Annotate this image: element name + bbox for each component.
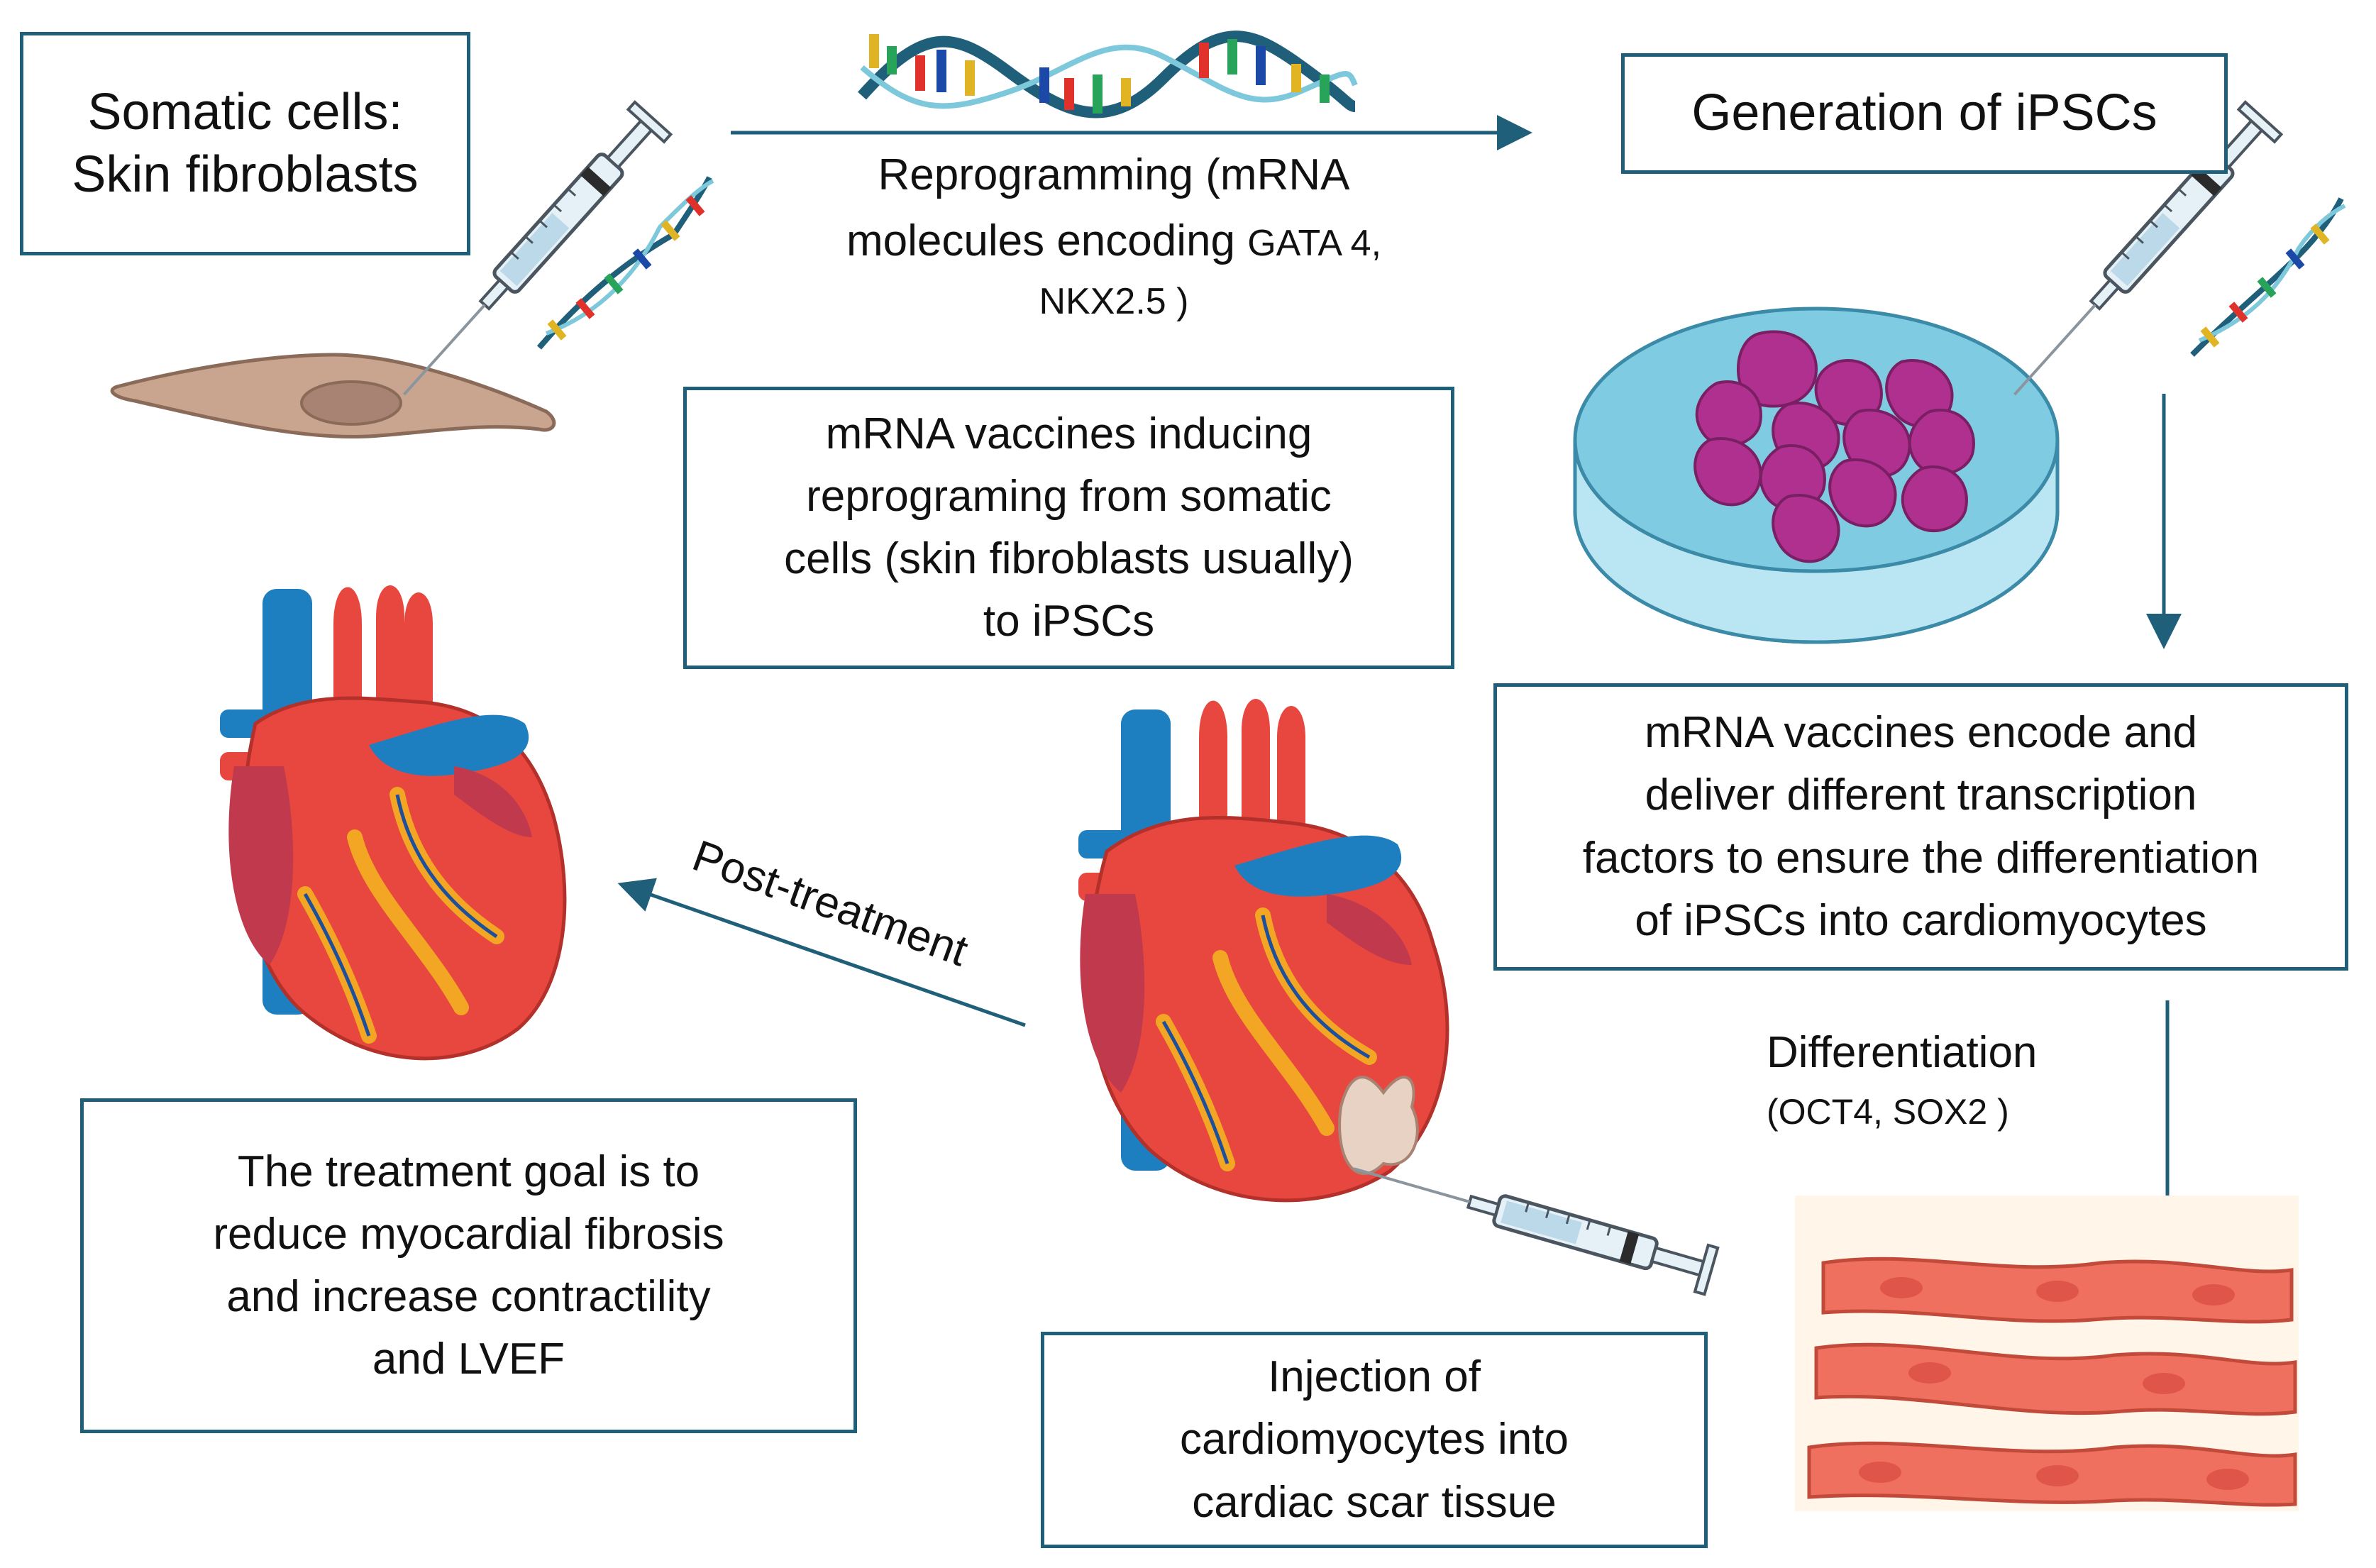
heart-icon	[1078, 699, 1449, 1203]
vaccine-reprogram-line-2: reprograming from somatic	[806, 471, 1332, 521]
injection-line-1: Injection of	[1268, 1352, 1481, 1402]
cardiomyocyte-tissue-icon	[1795, 1196, 2299, 1511]
fibroblast-cell-icon	[110, 353, 556, 439]
vaccine-reprogram-line-1: mRNA vaccines inducing	[825, 409, 1313, 458]
transcription-line-4: of iPSCs into cardiomyocytes	[1635, 895, 2207, 945]
vaccine-reprogramming-box: mRNA vaccines inducing reprograming from…	[683, 387, 1454, 669]
ipsc-title: Generation of iPSCs	[1691, 84, 2157, 142]
reprogramming-label: Reprogramming (mRNA molecules encoding G…	[752, 142, 1476, 329]
reprogramming-line-2: molecules encoding GATA 4,	[752, 208, 1476, 274]
transcription-line-2: deliver different transcription	[1645, 771, 2197, 820]
goal-line-3: and increase contractility	[226, 1272, 711, 1321]
reprogramming-line-1: Reprogramming (mRNA	[878, 150, 1350, 199]
goal-line-1: The treatment goal is to	[237, 1147, 700, 1196]
differentiation-label: Differentiation (OCT4, SOX2 )	[1767, 1022, 2121, 1132]
somatic-cells-box: Somatic cells: Skin fibroblasts	[20, 32, 470, 255]
scar-tissue	[1338, 1076, 1419, 1176]
transcription-line-1: mRNA vaccines encode and	[1645, 708, 2197, 758]
syringe-icon	[1347, 1145, 1718, 1294]
injection-box: Injection of cardiomyocytes into cardiac…	[1041, 1332, 1708, 1548]
somatic-line-2: Skin fibroblasts	[72, 145, 419, 203]
transcription-line-3: factors to ensure the differentiation	[1582, 833, 2260, 883]
dna-icon	[2190, 197, 2346, 357]
reprogramming-line-2a: molecules encoding	[846, 216, 1248, 265]
ipsc-generation-box: Generation of iPSCs	[1621, 53, 2228, 174]
injection-line-2: cardiomyocytes into	[1180, 1415, 1569, 1464]
somatic-line-1: Somatic cells:	[87, 83, 403, 140]
dna-icon	[858, 31, 1358, 118]
gata4-label: GATA 4,	[1247, 223, 1382, 264]
treatment-goal-box: The treatment goal is to reduce myocardi…	[80, 1098, 857, 1433]
vaccine-reprogram-line-4: to iPSCs	[983, 597, 1155, 646]
dna-icon	[536, 176, 714, 350]
nkx25-label: NKX2.5 )	[1039, 281, 1189, 322]
arrow-post-treatment	[617, 878, 1026, 1027]
transcription-factors-box: mRNA vaccines encode and deliver differe…	[1493, 683, 2348, 971]
goal-line-4: and LVEF	[372, 1335, 565, 1384]
heart-icon	[220, 585, 567, 1061]
goal-line-2: reduce myocardial fibrosis	[213, 1209, 724, 1259]
differentiation-factors: (OCT4, SOX2 )	[1767, 1092, 2009, 1132]
injection-line-3: cardiac scar tissue	[1192, 1477, 1557, 1527]
vaccine-reprogram-line-3: cells (skin fibroblasts usually)	[784, 534, 1354, 583]
differentiation-title: Differentiation	[1767, 1028, 2038, 1077]
ipsc-cells	[1693, 330, 1975, 563]
